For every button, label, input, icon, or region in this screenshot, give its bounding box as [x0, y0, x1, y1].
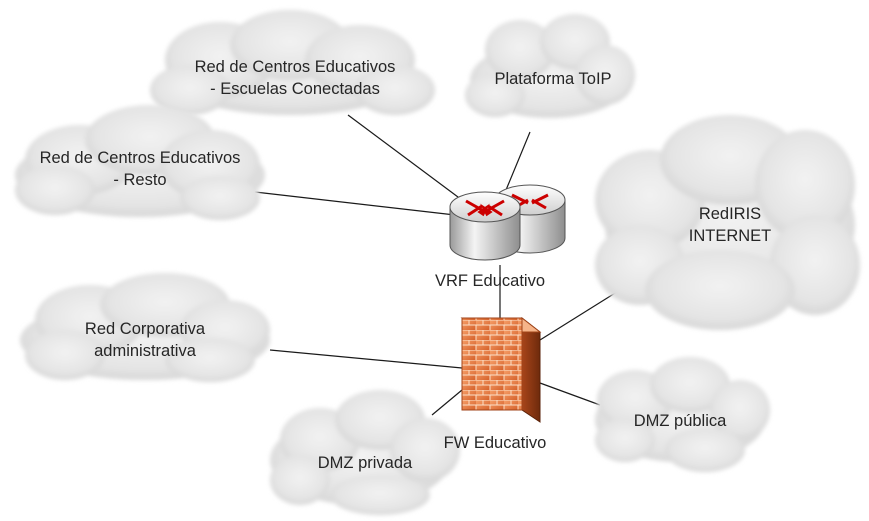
link-escuelas-vrf [347, 114, 463, 201]
label-plataforma-toip: Plataforma ToIP [478, 68, 628, 90]
label-red-corporativa-line1: Red Corporativa [84, 320, 206, 338]
connection-lines [254, 114, 621, 416]
label-red-centros-resto: Red de Centros Educativos - Resto [15, 147, 265, 191]
cloud-resto-icon [15, 105, 265, 220]
label-dmz-privada: DMZ privada [300, 452, 430, 474]
link-rediris-fw [539, 289, 621, 341]
label-red-centros-resto-line1: Red de Centros Educativos [39, 149, 241, 167]
link-dmzprivada-fw [431, 389, 463, 416]
label-rediris-line2: INTERNET [688, 227, 772, 245]
router-icon [449, 184, 566, 261]
label-dmz-publica-text: DMZ pública [633, 412, 727, 430]
label-red-centros-escuelas-line1: Red de Centros Educativos [194, 58, 396, 76]
label-red-centros-escuelas: Red de Centros Educativos - Escuelas Con… [170, 56, 420, 100]
label-fw-educativo: FW Educativo [425, 432, 565, 454]
link-dmzpublica-fw [539, 382, 601, 406]
label-red-centros-resto-line2: - Resto [113, 171, 167, 189]
cloud-escuelas-icon [150, 10, 435, 115]
label-red-centros-escuelas-line2: - Escuelas Conectadas [210, 80, 380, 98]
label-dmz-publica: DMZ pública [615, 410, 745, 432]
label-red-corporativa-line2: administrativa [94, 342, 196, 360]
label-plataforma-toip-text: Plataforma ToIP [494, 70, 612, 88]
cloud-dmzprivada-icon [270, 390, 460, 515]
cloud-dmzpublica-icon [595, 357, 770, 472]
label-vrf-educativo: VRF Educativo [415, 270, 565, 292]
label-rediris-line1: RedIRIS [698, 205, 762, 223]
label-fw-educativo-text: FW Educativo [443, 434, 547, 452]
label-dmz-privada-text: DMZ privada [317, 454, 413, 472]
cloud-toip-icon [465, 14, 635, 118]
cloud-rediris-icon [595, 115, 860, 330]
cloud-corporativa-icon [20, 273, 270, 382]
link-toip-vrf [505, 131, 531, 191]
link-resto-vrf [254, 191, 456, 216]
label-vrf-educativo-text: VRF Educativo [434, 272, 546, 290]
label-red-corporativa: Red Corporativa administrativa [65, 318, 225, 362]
firewall-icon [460, 316, 542, 423]
link-corporativa-fw [269, 349, 463, 369]
label-rediris: RedIRIS INTERNET [680, 203, 780, 247]
